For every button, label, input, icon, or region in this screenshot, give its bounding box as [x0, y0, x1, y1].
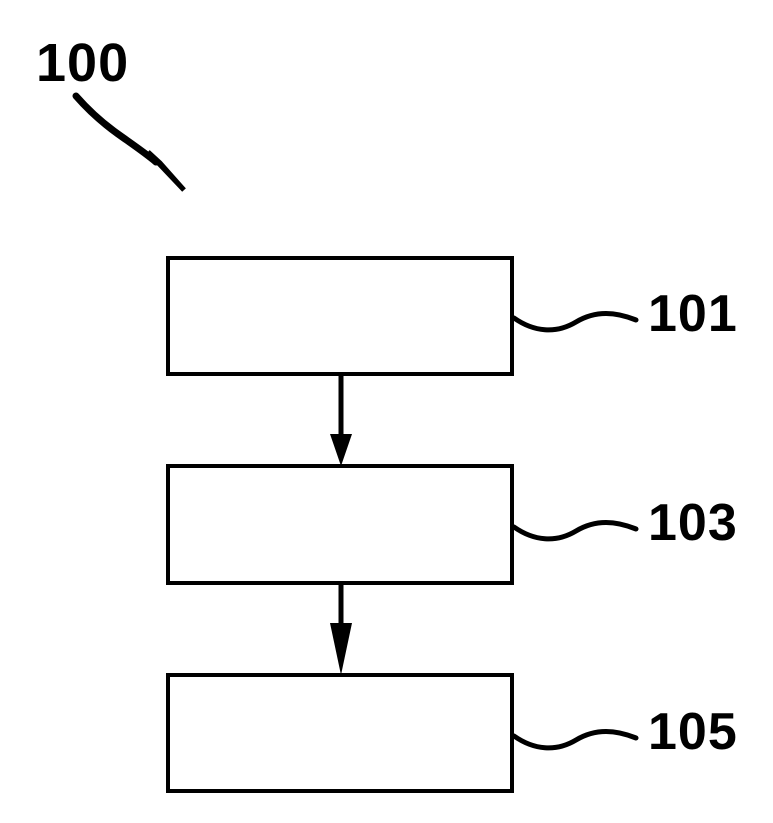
system-lead-arrow-100	[72, 92, 186, 192]
reference-numeral-101: 101	[648, 285, 738, 343]
lead-line-101	[511, 311, 639, 333]
process-box-105[interactable]	[166, 673, 514, 793]
connector-arrow-101-to-103	[330, 376, 352, 466]
process-box-103[interactable]	[166, 464, 514, 585]
reference-numeral-100: 100	[36, 33, 130, 93]
reference-numeral-103: 103	[648, 494, 738, 552]
lead-line-105	[511, 729, 639, 751]
process-box-101[interactable]	[166, 256, 514, 376]
reference-numeral-105: 105	[648, 703, 738, 761]
connector-arrow-103-to-105	[330, 585, 352, 675]
lead-line-103	[511, 520, 639, 542]
